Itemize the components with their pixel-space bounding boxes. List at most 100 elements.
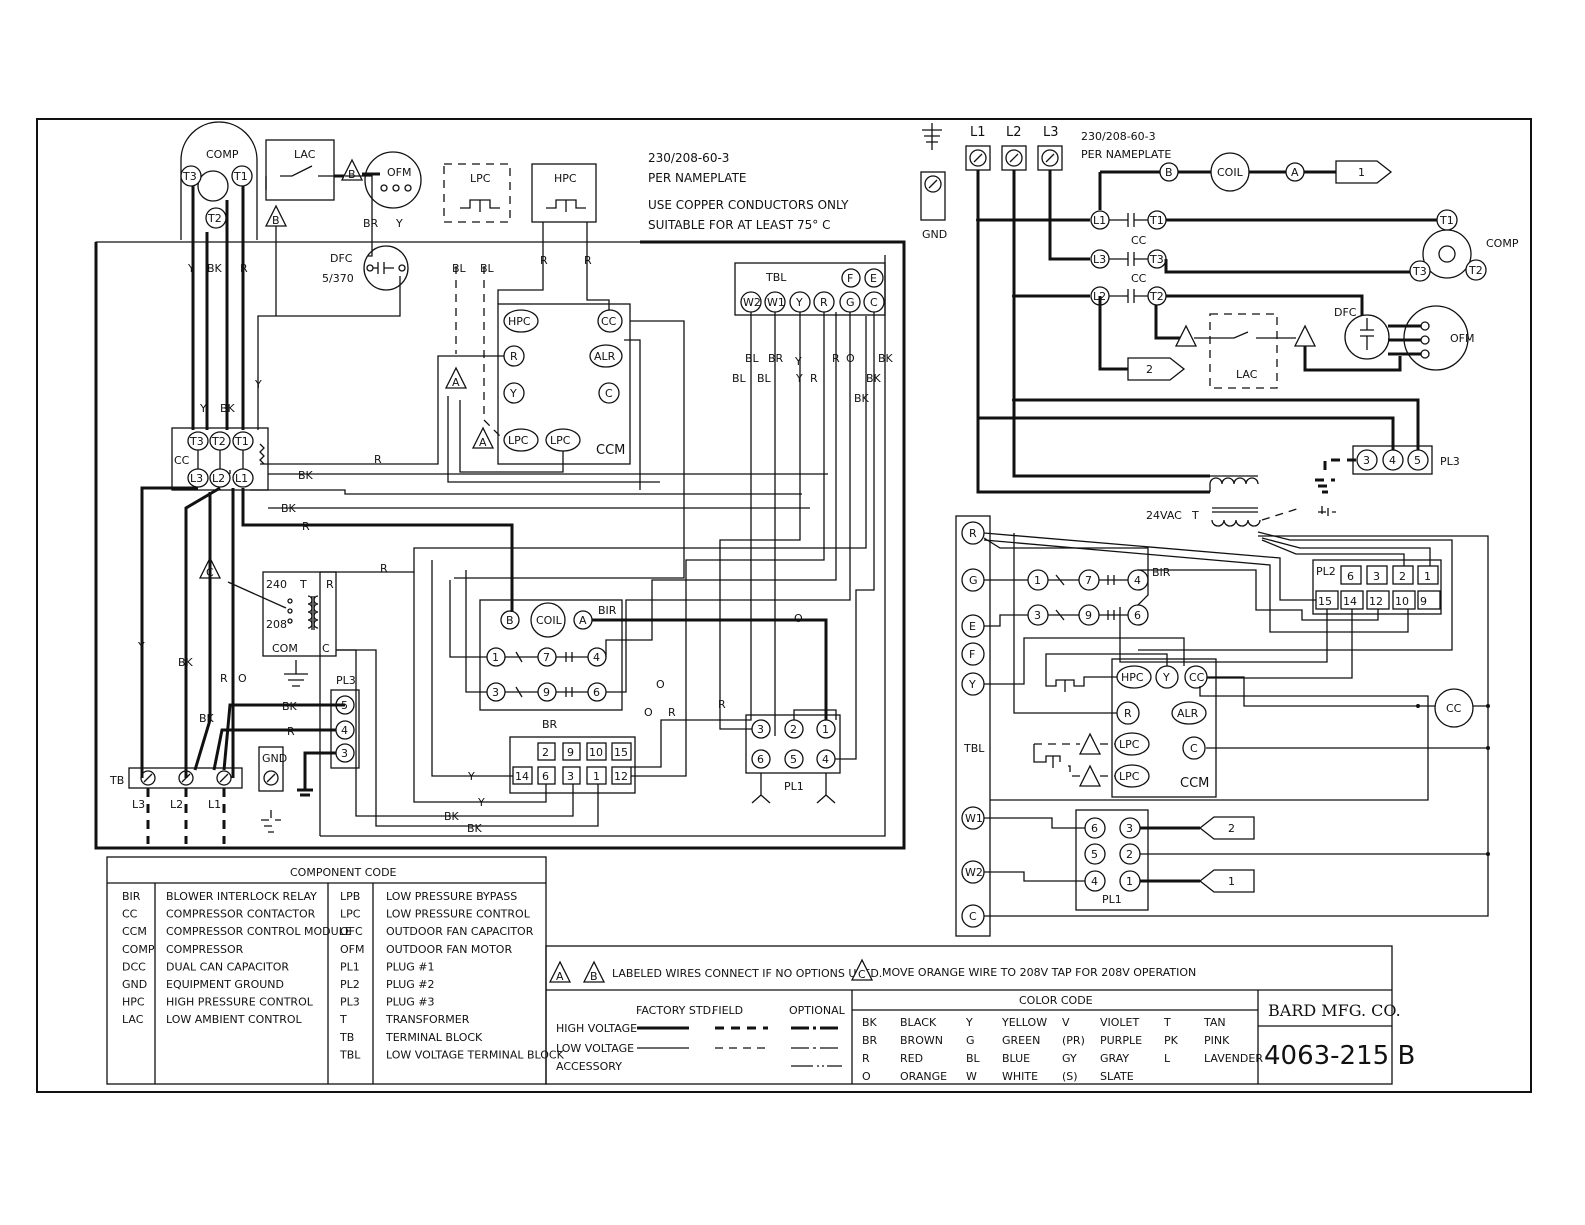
svg-text:BK: BK — [178, 656, 194, 669]
company-name: BARD MFG. CO. — [1268, 1001, 1401, 1020]
svg-text:F: F — [969, 648, 975, 661]
color-code-abbr: R — [862, 1052, 870, 1065]
svg-text:CC: CC — [174, 454, 190, 467]
svg-text:R: R — [540, 254, 548, 267]
component-code-desc: EQUIPMENT GROUND — [166, 978, 284, 991]
svg-text:O: O — [656, 678, 665, 691]
component-code-desc: PLUG #3 — [386, 996, 435, 1009]
svg-text:2: 2 — [1146, 363, 1153, 376]
component-code-desc: DUAL CAN CAPACITOR — [166, 960, 289, 973]
component-code-abbr: TB — [339, 1031, 354, 1044]
svg-text:3: 3 — [341, 747, 348, 760]
svg-text:T3: T3 — [182, 170, 197, 183]
dfc-left: DFC 5/370 — [322, 245, 409, 291]
svg-text:LAC: LAC — [1236, 368, 1258, 381]
svg-text:Y: Y — [395, 217, 403, 230]
svg-text:Y: Y — [199, 402, 207, 415]
color-code-abbr: BK — [862, 1016, 878, 1029]
svg-text:COIL: COIL — [1217, 166, 1244, 179]
component-code-desc: COMPRESSOR CONTROL MODULE — [166, 925, 352, 938]
svg-text:3: 3 — [492, 686, 499, 699]
svg-text:15: 15 — [1318, 595, 1332, 608]
color-code-name: ORANGE — [900, 1070, 947, 1083]
svg-text:PL3: PL3 — [336, 674, 356, 687]
svg-text:G: G — [969, 574, 978, 587]
svg-text:PL1: PL1 — [1102, 893, 1122, 906]
svg-text:R: R — [287, 725, 295, 738]
svg-text:1: 1 — [492, 651, 499, 664]
svg-text:BIR: BIR — [1152, 566, 1171, 579]
svg-text:208: 208 — [266, 618, 287, 631]
svg-text:R: R — [220, 672, 228, 685]
tri-b-left-1: B — [348, 168, 356, 181]
svg-text:BK: BK — [444, 810, 460, 823]
svg-text:LPC: LPC — [1119, 770, 1140, 783]
color-code-name: PINK — [1204, 1034, 1230, 1047]
svg-text:9: 9 — [543, 686, 550, 699]
svg-text:10: 10 — [589, 746, 603, 759]
component-code-desc: HIGH PRESSURE CONTROL — [166, 996, 314, 1009]
svg-text:12: 12 — [1369, 595, 1383, 608]
hpc-switch-left: HPC — [531, 163, 597, 223]
svg-text:E: E — [870, 272, 877, 285]
color-code-abbr: G — [966, 1034, 975, 1047]
component-code-desc: OUTDOOR FAN MOTOR — [386, 943, 512, 956]
svg-text:9: 9 — [567, 746, 574, 759]
svg-text:C: C — [858, 968, 866, 981]
svg-text:BL: BL — [452, 262, 467, 275]
component-code-abbr: CCM — [122, 925, 147, 938]
svg-text:O: O — [794, 612, 803, 625]
svg-text:T: T — [1191, 509, 1199, 522]
svg-text:COIL: COIL — [536, 614, 563, 627]
svg-text:3: 3 — [757, 723, 764, 736]
svg-text:HPC: HPC — [554, 172, 577, 185]
component-code-abbr: OFC — [340, 925, 363, 938]
component-code-abbr: COMP — [122, 943, 155, 956]
svg-text:R: R — [969, 527, 977, 540]
svg-text:FACTORY STD.: FACTORY STD. — [636, 1004, 715, 1017]
svg-text:CC: CC — [1446, 702, 1462, 715]
svg-text:ALR: ALR — [1177, 707, 1199, 720]
svg-text:BL: BL — [745, 352, 760, 365]
svg-text:W1: W1 — [767, 296, 785, 309]
svg-text:C: C — [870, 296, 878, 309]
svg-text:1: 1 — [1358, 166, 1365, 179]
svg-text:L3: L3 — [132, 798, 145, 811]
color-code-abbr: BR — [862, 1034, 878, 1047]
supply-nameplate-label: PER NAMEPLATE — [648, 171, 746, 185]
svg-text:3: 3 — [1126, 822, 1133, 835]
svg-text:14: 14 — [515, 770, 529, 783]
color-code-name: LAVENDER — [1204, 1052, 1263, 1065]
svg-text:TBL: TBL — [765, 271, 787, 284]
lac-left: LAC — [265, 139, 345, 201]
svg-text:BL: BL — [480, 262, 495, 275]
gnd-left: GND — [258, 746, 287, 833]
svg-text:C: C — [605, 387, 613, 400]
component-code-abbr: LPB — [340, 890, 360, 903]
svg-text:T1: T1 — [234, 435, 249, 448]
svg-text:4: 4 — [1091, 875, 1098, 888]
component-code-desc: PLUG #1 — [386, 960, 435, 973]
svg-text:9: 9 — [1420, 595, 1427, 608]
color-code-name: VIOLET — [1100, 1016, 1140, 1029]
svg-text:B: B — [590, 970, 598, 983]
svg-text:4: 4 — [822, 753, 829, 766]
pl3-left: PL3 5 4 3 — [297, 674, 360, 797]
svg-text:CC: CC — [601, 315, 617, 328]
svg-text:6: 6 — [1347, 570, 1354, 583]
svg-text:T: T — [299, 578, 307, 591]
note-ab: LABELED WIRES CONNECT IF NO OPTIONS USED… — [612, 967, 882, 980]
svg-text:T2: T2 — [211, 435, 226, 448]
bir-relay-left: BIR B COIL A 1 7 4 3 9 6 — [479, 599, 623, 711]
svg-text:G: G — [846, 296, 855, 309]
svg-text:BK: BK — [281, 502, 297, 515]
component-code-desc: TERMINAL BLOCK — [385, 1031, 483, 1044]
color-code-abbr: T — [1163, 1016, 1171, 1029]
svg-text:9: 9 — [1085, 609, 1092, 622]
color-code-name: BROWN — [900, 1034, 943, 1047]
svg-text:L3: L3 — [190, 472, 203, 485]
svg-text:12: 12 — [614, 770, 628, 783]
svg-text:L1: L1 — [1093, 214, 1106, 227]
svg-text:PL3: PL3 — [1440, 455, 1460, 468]
svg-text:5: 5 — [1414, 454, 1421, 467]
